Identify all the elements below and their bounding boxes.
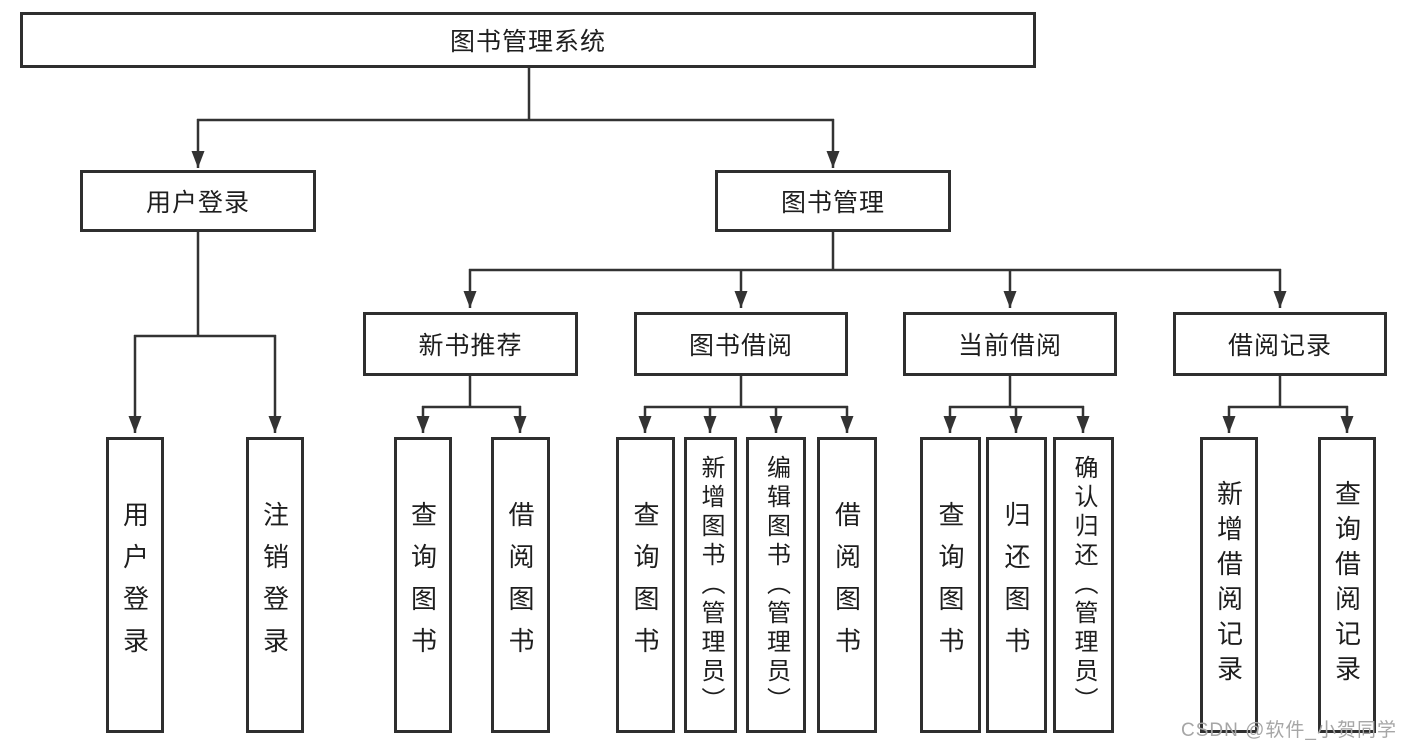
node-current-borrowing: 当前借阅 (903, 312, 1117, 376)
node-label: 图书借阅 (688, 332, 793, 360)
node-new-book-recommendation: 新书推荐 (363, 312, 578, 376)
leaf-user-login: 用户登录 (106, 437, 164, 733)
leaf-add-books-admin: 新增图书（管理员） (684, 437, 737, 733)
leaf-add-borrow-record: 新增借阅记录 (1200, 437, 1258, 733)
leaf-label: 新增图书（管理员） (697, 454, 724, 716)
leaf-label: 新增借阅记录 (1213, 480, 1244, 690)
node-label: 借阅记录 (1227, 332, 1332, 360)
leaf-label: 注销登录 (259, 501, 290, 669)
leaf-borrow-books: 借阅图书 (817, 437, 877, 733)
leaf-edit-books-admin: 编辑图书（管理员） (746, 437, 806, 733)
node-user-login: 用户登录 (80, 170, 316, 232)
csdn-watermark: CSDN @软件_小贺同学 (1181, 720, 1397, 741)
node-label: 新书推荐 (418, 332, 523, 360)
leaf-search-books-recommend: 查询图书 (394, 437, 452, 733)
node-book-borrowing: 图书借阅 (634, 312, 848, 376)
node-label: 用户登录 (145, 189, 250, 217)
leaf-logout: 注销登录 (246, 437, 304, 733)
leaf-search-books-current: 查询图书 (920, 437, 981, 733)
leaf-confirm-return-admin: 确认归还（管理员） (1053, 437, 1114, 733)
leaf-label: 查询借阅记录 (1331, 480, 1362, 690)
leaf-search-borrow-record: 查询借阅记录 (1318, 437, 1376, 733)
node-label: 图书管理系统 (449, 28, 606, 56)
node-borrowing-records: 借阅记录 (1173, 312, 1387, 376)
node-library-management-system: 图书管理系统 (20, 12, 1036, 68)
leaf-label: 借阅图书 (831, 501, 862, 669)
leaf-label: 归还图书 (1001, 501, 1031, 669)
leaf-label: 编辑图书（管理员） (762, 454, 790, 716)
node-book-management: 图书管理 (715, 170, 951, 232)
leaf-label: 确认归还（管理员） (1070, 454, 1097, 716)
node-label: 图书管理 (780, 189, 885, 217)
leaf-return-books: 归还图书 (986, 437, 1047, 733)
node-label: 当前借阅 (957, 332, 1062, 360)
leaf-label: 查询图书 (935, 501, 965, 669)
leaf-label: 借阅图书 (505, 501, 535, 669)
leaf-label: 查询图书 (407, 501, 438, 669)
leaf-label: 用户登录 (119, 501, 150, 669)
leaf-borrow-books-recommend: 借阅图书 (491, 437, 550, 733)
leaf-label: 查询图书 (630, 501, 660, 669)
leaf-search-books-borrowing: 查询图书 (616, 437, 675, 733)
